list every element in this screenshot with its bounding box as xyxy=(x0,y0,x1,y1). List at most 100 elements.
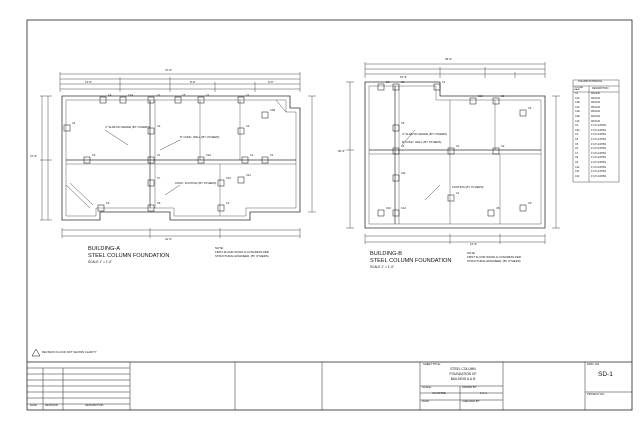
svg-text:C6: C6 xyxy=(401,144,405,148)
building-a-dim-1: 14'-6" xyxy=(85,80,93,84)
column-schedule-mark: C1B xyxy=(575,101,580,105)
column-schedule-desc: 4"x4"x1/4HSS xyxy=(591,174,606,178)
column-schedule-desc: 4"x4"x1/4HSS xyxy=(591,147,606,151)
building-a-plan xyxy=(40,72,316,238)
svg-text:C1: C1 xyxy=(157,153,161,157)
column-schedule-desc: W10x49 xyxy=(591,110,600,114)
building-a-note-1: FIRST FLOOR WOOD & CONCRETE PER xyxy=(215,250,269,254)
building-b-columns xyxy=(377,83,527,217)
column-schedule-desc: 4"x4"x1/4HSS xyxy=(591,165,606,169)
column-schedule-mark: C3 xyxy=(575,133,579,137)
column-schedule-title: COLUMN SCHEDULE xyxy=(578,80,603,83)
building-b-note-2: STRUCTURAL ENGINEER. (BY OTHERS) xyxy=(467,259,521,263)
scale-label: SCALE: xyxy=(422,386,432,389)
svg-text:C3: C3 xyxy=(386,80,390,84)
building-b-annotation-footing: FOOTING (BY OTHERS) xyxy=(452,185,484,189)
building-b-annotation-wall: 8" CONC. WALL (BY OTHERS) xyxy=(402,140,442,144)
drawn-by-value: K.A.A xyxy=(480,392,487,395)
drawn-by-label: DRAWN BY: xyxy=(462,386,477,389)
column-schedule-desc: 4"x4"x1/4HSS xyxy=(591,170,606,174)
column-schedule-desc: 4"x4"x1/4HSS xyxy=(591,142,606,146)
building-a-scale: SCALE 1" = 1'-0" xyxy=(88,260,113,264)
sheet-title-label: SHEET TITLE: xyxy=(423,363,441,366)
column-schedule-desc-header: DESCRIPTION xyxy=(592,87,609,90)
column-schedule-mark: C1A xyxy=(575,96,580,100)
building-b-dim-left: 30'-6" xyxy=(338,149,346,153)
column-schedule-desc: W10x49 xyxy=(591,101,600,105)
svg-text:C1: C1 xyxy=(501,94,505,98)
svg-text:C2: C2 xyxy=(226,201,230,205)
column-schedule-mark: C10 xyxy=(575,165,580,169)
column-schedule-desc: W10x49 xyxy=(591,96,600,100)
svg-text:C2: C2 xyxy=(157,124,161,128)
column-schedule-mark: C1F xyxy=(575,119,580,123)
svg-text:C4: C4 xyxy=(72,121,76,125)
svg-text:C9: C9 xyxy=(106,201,110,205)
svg-text:C5: C5 xyxy=(401,121,405,125)
building-b-dim-1: 15'-6" xyxy=(400,75,408,79)
revision-note: REVISION CLOUD NOT SHOWN CLARITY xyxy=(42,350,97,354)
svg-text:C1: C1 xyxy=(157,93,161,97)
column-schedule-mark: C6 xyxy=(575,147,579,151)
svg-text:C8: C8 xyxy=(157,201,161,205)
svg-text:C10: C10 xyxy=(386,206,391,210)
rev-description-header: DESCRIPTION xyxy=(85,404,104,407)
building-b-note-heading: NOTE: xyxy=(467,251,476,255)
building-a-note-heading: NOTE: xyxy=(215,246,224,250)
checked-by-label: CHECKED BY: xyxy=(462,400,481,403)
column-schedule-mark: C2 xyxy=(575,124,579,128)
svg-text:C5: C5 xyxy=(182,93,186,97)
column-schedule-mark: C1C xyxy=(575,105,580,109)
column-schedule-desc: 4"x4"x1/4HSS xyxy=(591,156,606,160)
building-a-dim-left: 27'-6" xyxy=(30,154,38,158)
svg-text:C1: C1 xyxy=(401,80,405,84)
building-a-annotation-slab: 4" SLAB ON GRADE (BY OTHERS) xyxy=(105,125,150,129)
svg-text:C1B: C1B xyxy=(270,108,275,112)
svg-text:C2: C2 xyxy=(501,144,505,148)
column-schedule-mark: C8 xyxy=(575,156,579,160)
column-schedule-desc: W10x49 xyxy=(591,115,600,118)
svg-text:C1: C1 xyxy=(250,153,254,157)
column-schedule-mark: C5 xyxy=(575,142,579,146)
building-a-annotation-wall: 8" CONC. WALL (BY OTHERS) xyxy=(180,135,220,139)
column-schedule-desc: W10x49 xyxy=(591,119,600,123)
svg-text:C11: C11 xyxy=(401,171,406,175)
sheet-border xyxy=(26,19,633,411)
svg-text:C1: C1 xyxy=(442,80,446,84)
svg-text:C1A: C1A xyxy=(478,94,483,98)
svg-text:C1: C1 xyxy=(246,93,250,97)
svg-text:C6: C6 xyxy=(92,153,96,157)
svg-text:C1: C1 xyxy=(456,144,460,148)
column-schedule-mark: C4 xyxy=(575,138,579,141)
scale-value: AS NOTED xyxy=(432,392,446,395)
column-schedule-mark: C11 xyxy=(575,170,580,174)
column-schedule-desc: 4"x4"x1/4HSS xyxy=(591,124,606,128)
building-a-dim-3: 9'-0" xyxy=(268,80,274,84)
column-schedule-desc: W10x49 xyxy=(591,105,600,109)
column-schedule-desc: 4"x4"x1/4HSS xyxy=(591,133,606,137)
svg-text:C2A: C2A xyxy=(206,153,211,157)
svg-text:C1: C1 xyxy=(456,191,460,195)
title-block-grid xyxy=(27,362,632,410)
building-a-dim-overall: 47'-6" xyxy=(165,68,173,72)
building-a-columns xyxy=(63,96,269,212)
svg-text:C1: C1 xyxy=(206,93,210,97)
building-b-note-1: FIRST FLOOR WOOD & CONCRETE PER xyxy=(467,255,521,259)
column-schedule-mark: C9 xyxy=(575,161,579,164)
column-schedule-mark: C1E xyxy=(575,115,580,118)
svg-text:C1: C1 xyxy=(270,153,274,157)
column-schedule-desc: 4"x4"x1/4HSS xyxy=(591,138,606,141)
date-label: DATE: xyxy=(422,400,430,403)
building-a-subtitle: STEEL COLUMN FOUNDATION xyxy=(88,253,170,259)
building-a-annotation-footing: CONC. FOOTING (BY OTHERS) xyxy=(175,181,217,185)
building-a-title: BUILDING-A xyxy=(88,246,121,252)
column-schedule-mark: C12 xyxy=(575,174,580,178)
revision-triangle-icon xyxy=(31,348,41,357)
column-schedule-mark: C7 xyxy=(575,151,579,155)
building-b-scale: SCALE 1" = 1'-0" xyxy=(370,265,395,269)
svg-text:C1A: C1A xyxy=(128,93,133,97)
building-b-plan xyxy=(346,62,560,244)
